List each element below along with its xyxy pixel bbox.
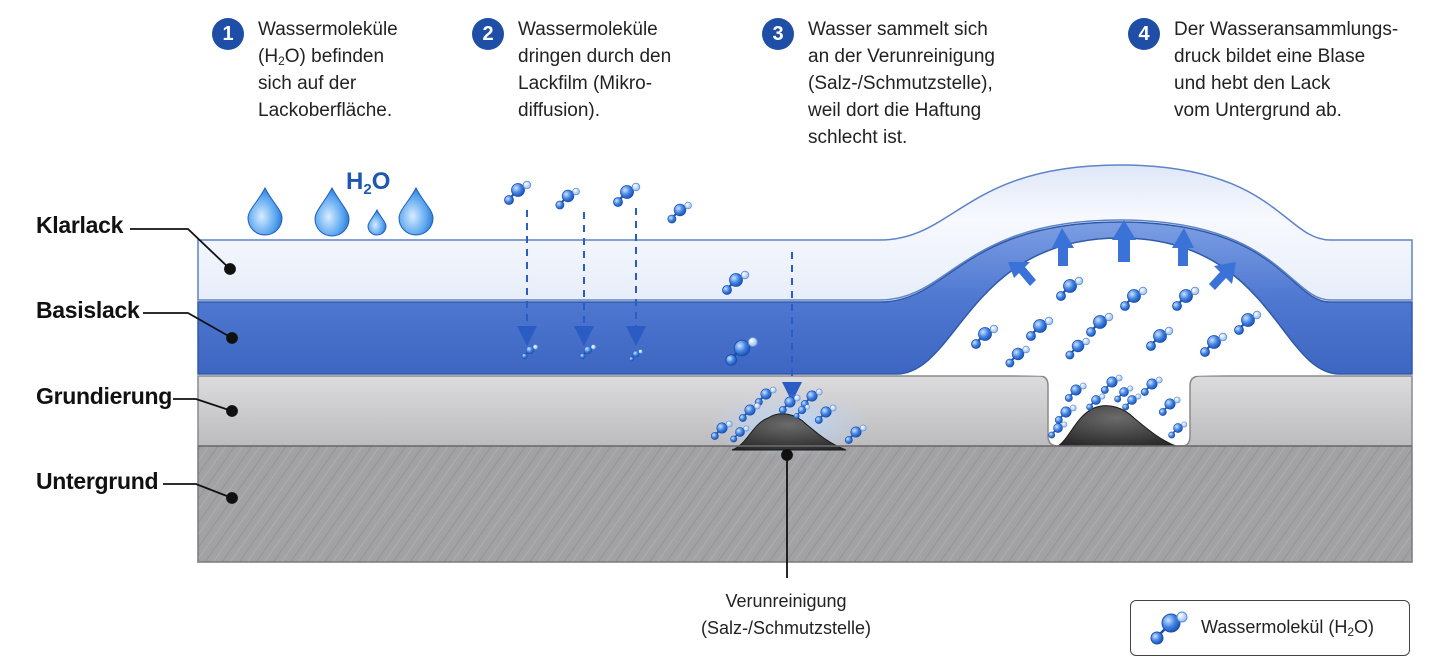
water-molecule-icon bbox=[722, 270, 750, 295]
blister-cavity bbox=[900, 232, 1340, 376]
water-molecule-icon bbox=[1065, 337, 1090, 360]
diffusion-arrows bbox=[517, 208, 802, 402]
water-molecule-icon bbox=[1200, 332, 1228, 357]
water-molecule-icon bbox=[1100, 374, 1123, 394]
legend-label: Wassermolekül (H2O) bbox=[1201, 617, 1375, 639]
step-4-badge: 4 bbox=[1128, 18, 1160, 50]
water-molecule-icon bbox=[1140, 376, 1163, 396]
pressure-arrow bbox=[1172, 228, 1194, 266]
water-molecule-icon bbox=[629, 349, 643, 362]
layer-label-primer: Grundierung bbox=[36, 383, 172, 409]
water-molecules bbox=[504, 180, 1262, 444]
step-1: 1 Wassermoleküle (H2O) befinden sich auf… bbox=[212, 16, 398, 124]
basecoat-layer bbox=[197, 221, 1413, 375]
step-2-badge: 2 bbox=[472, 18, 504, 50]
water-molecule-icon bbox=[613, 182, 641, 207]
water-molecule-icon bbox=[971, 324, 999, 349]
water-molecule-icon bbox=[579, 344, 596, 359]
water-molecule-icon bbox=[1026, 316, 1054, 341]
step-2: 2 Wassermoleküle dringen durch den Lackf… bbox=[472, 16, 671, 124]
step-1-badge: 1 bbox=[212, 18, 244, 50]
water-molecule-icon bbox=[1150, 611, 1188, 645]
h2o-label: H2O bbox=[346, 168, 391, 198]
pressure-arrow bbox=[1112, 220, 1136, 262]
water-molecule-icon bbox=[754, 386, 777, 406]
water-molecule-icon bbox=[778, 394, 801, 414]
water-drop-icon bbox=[314, 186, 350, 237]
water-molecule-icon bbox=[725, 336, 758, 366]
pressure-arrow bbox=[1209, 262, 1236, 290]
water-molecule-icon bbox=[710, 420, 733, 440]
water-molecule-icon bbox=[1054, 404, 1077, 424]
layer-label-basecoat: Basislack bbox=[36, 297, 140, 323]
step-4: 4 Der Wasseransammlungs- druck bildet ei… bbox=[1128, 16, 1398, 124]
water-molecule-icon bbox=[1086, 393, 1106, 411]
step-3-text: Wasser sammelt sich an der Verunreinigun… bbox=[808, 19, 995, 148]
water-molecule-icon bbox=[1168, 421, 1188, 439]
step-3-badge: 3 bbox=[762, 18, 794, 50]
substrate-layer bbox=[197, 445, 1413, 563]
water-drop-icon bbox=[367, 208, 387, 236]
pressure-arrows bbox=[1008, 220, 1236, 290]
water-molecule-icon bbox=[1064, 382, 1087, 402]
water-molecule-icon bbox=[1158, 396, 1181, 416]
clearcoat-layer bbox=[197, 164, 1413, 301]
water-drop-icon bbox=[398, 186, 434, 236]
water-molecule-icon bbox=[504, 180, 532, 205]
water-molecule-icon bbox=[814, 404, 837, 424]
water-molecule-icon bbox=[730, 425, 750, 443]
water-molecule-icon bbox=[1146, 326, 1174, 351]
step-1-text: Wassermoleküle (H2O) befinden sich auf d… bbox=[258, 19, 398, 121]
step-3: 3 Wasser sammelt sich an der Verunreinig… bbox=[762, 16, 995, 151]
water-molecule-icon bbox=[1120, 286, 1148, 311]
water-molecule-icon bbox=[1048, 421, 1068, 439]
water-molecule-icon bbox=[1005, 345, 1030, 368]
water-molecule-icon bbox=[1172, 286, 1200, 311]
water-molecule-icon bbox=[521, 344, 538, 359]
step-4-text: Der Wasseransammlungs- druck bildet eine… bbox=[1174, 19, 1399, 121]
water-molecule-icon bbox=[555, 187, 580, 210]
water-molecule-icon bbox=[793, 404, 810, 419]
water-molecule-icon bbox=[738, 402, 761, 422]
impurity-dirt-right bbox=[1056, 405, 1177, 447]
impurity-label: Verunreinigung (Salz-/Schmutzstelle) bbox=[700, 591, 872, 638]
legend: Wassermolekül (H2O) bbox=[1130, 600, 1410, 656]
water-molecule-icon bbox=[1086, 312, 1114, 337]
water-drops bbox=[247, 186, 434, 237]
step-2-text: Wassermoleküle dringen durch den Lackfil… bbox=[518, 19, 672, 121]
water-molecule-icon bbox=[1114, 385, 1134, 403]
impurity-dirt-left bbox=[731, 413, 847, 451]
water-molecule-icon bbox=[667, 201, 692, 224]
water-molecule-icon bbox=[1056, 276, 1084, 301]
pressure-arrow bbox=[1008, 262, 1036, 286]
water-drop-icon bbox=[247, 186, 283, 236]
water-molecule-icon bbox=[1234, 310, 1262, 335]
impurity-leader-line bbox=[781, 449, 793, 578]
pressure-arrow bbox=[1052, 228, 1074, 266]
layer-label-clearcoat: Klarlack bbox=[36, 212, 124, 238]
water-molecule-icon bbox=[844, 424, 867, 444]
water-molecule-icon bbox=[1122, 393, 1142, 411]
layer-label-substrate: Untergrund bbox=[36, 468, 159, 494]
layer-leader-lines bbox=[130, 228, 238, 504]
